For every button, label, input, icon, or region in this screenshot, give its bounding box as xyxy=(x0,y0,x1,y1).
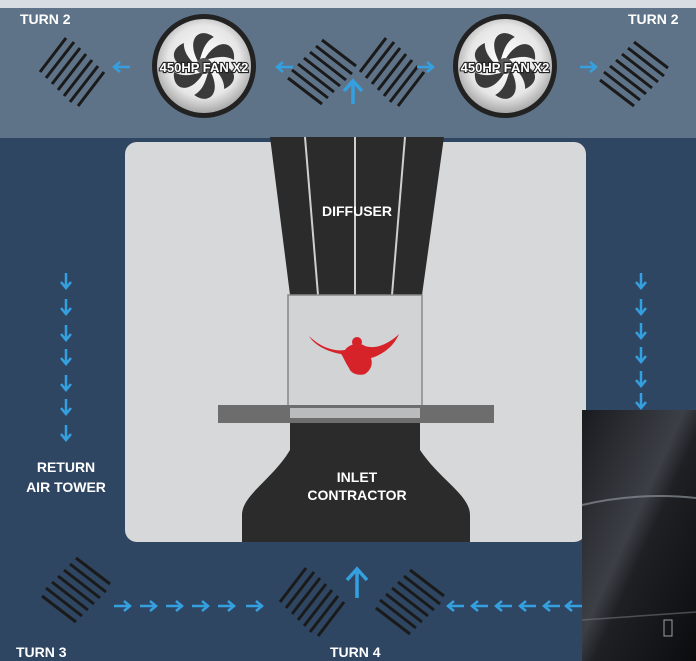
inlet-contractor-label-line1: INLET xyxy=(337,469,378,485)
net-center xyxy=(290,408,420,418)
inlet-contractor-label-line2: CONTRACTOR xyxy=(307,487,406,503)
fan-label-left: 450HP FAN X2 xyxy=(160,60,249,75)
turn-2-label-left: TURN 2 xyxy=(20,11,71,27)
return-air-tower-label-line2: AIR TOWER xyxy=(26,479,106,495)
top-border xyxy=(0,0,696,8)
tunnel-photo xyxy=(582,410,696,661)
fan-label-right: 450HP FAN X2 xyxy=(461,60,550,75)
turn-4-label: TURN 4 xyxy=(330,644,381,660)
turn-3-label: TURN 3 xyxy=(16,644,67,660)
diffuser-label: DIFFUSER xyxy=(322,203,392,219)
turn-2-label-right: TURN 2 xyxy=(628,11,679,27)
return-air-tower-label-line1: RETURN xyxy=(37,459,95,475)
